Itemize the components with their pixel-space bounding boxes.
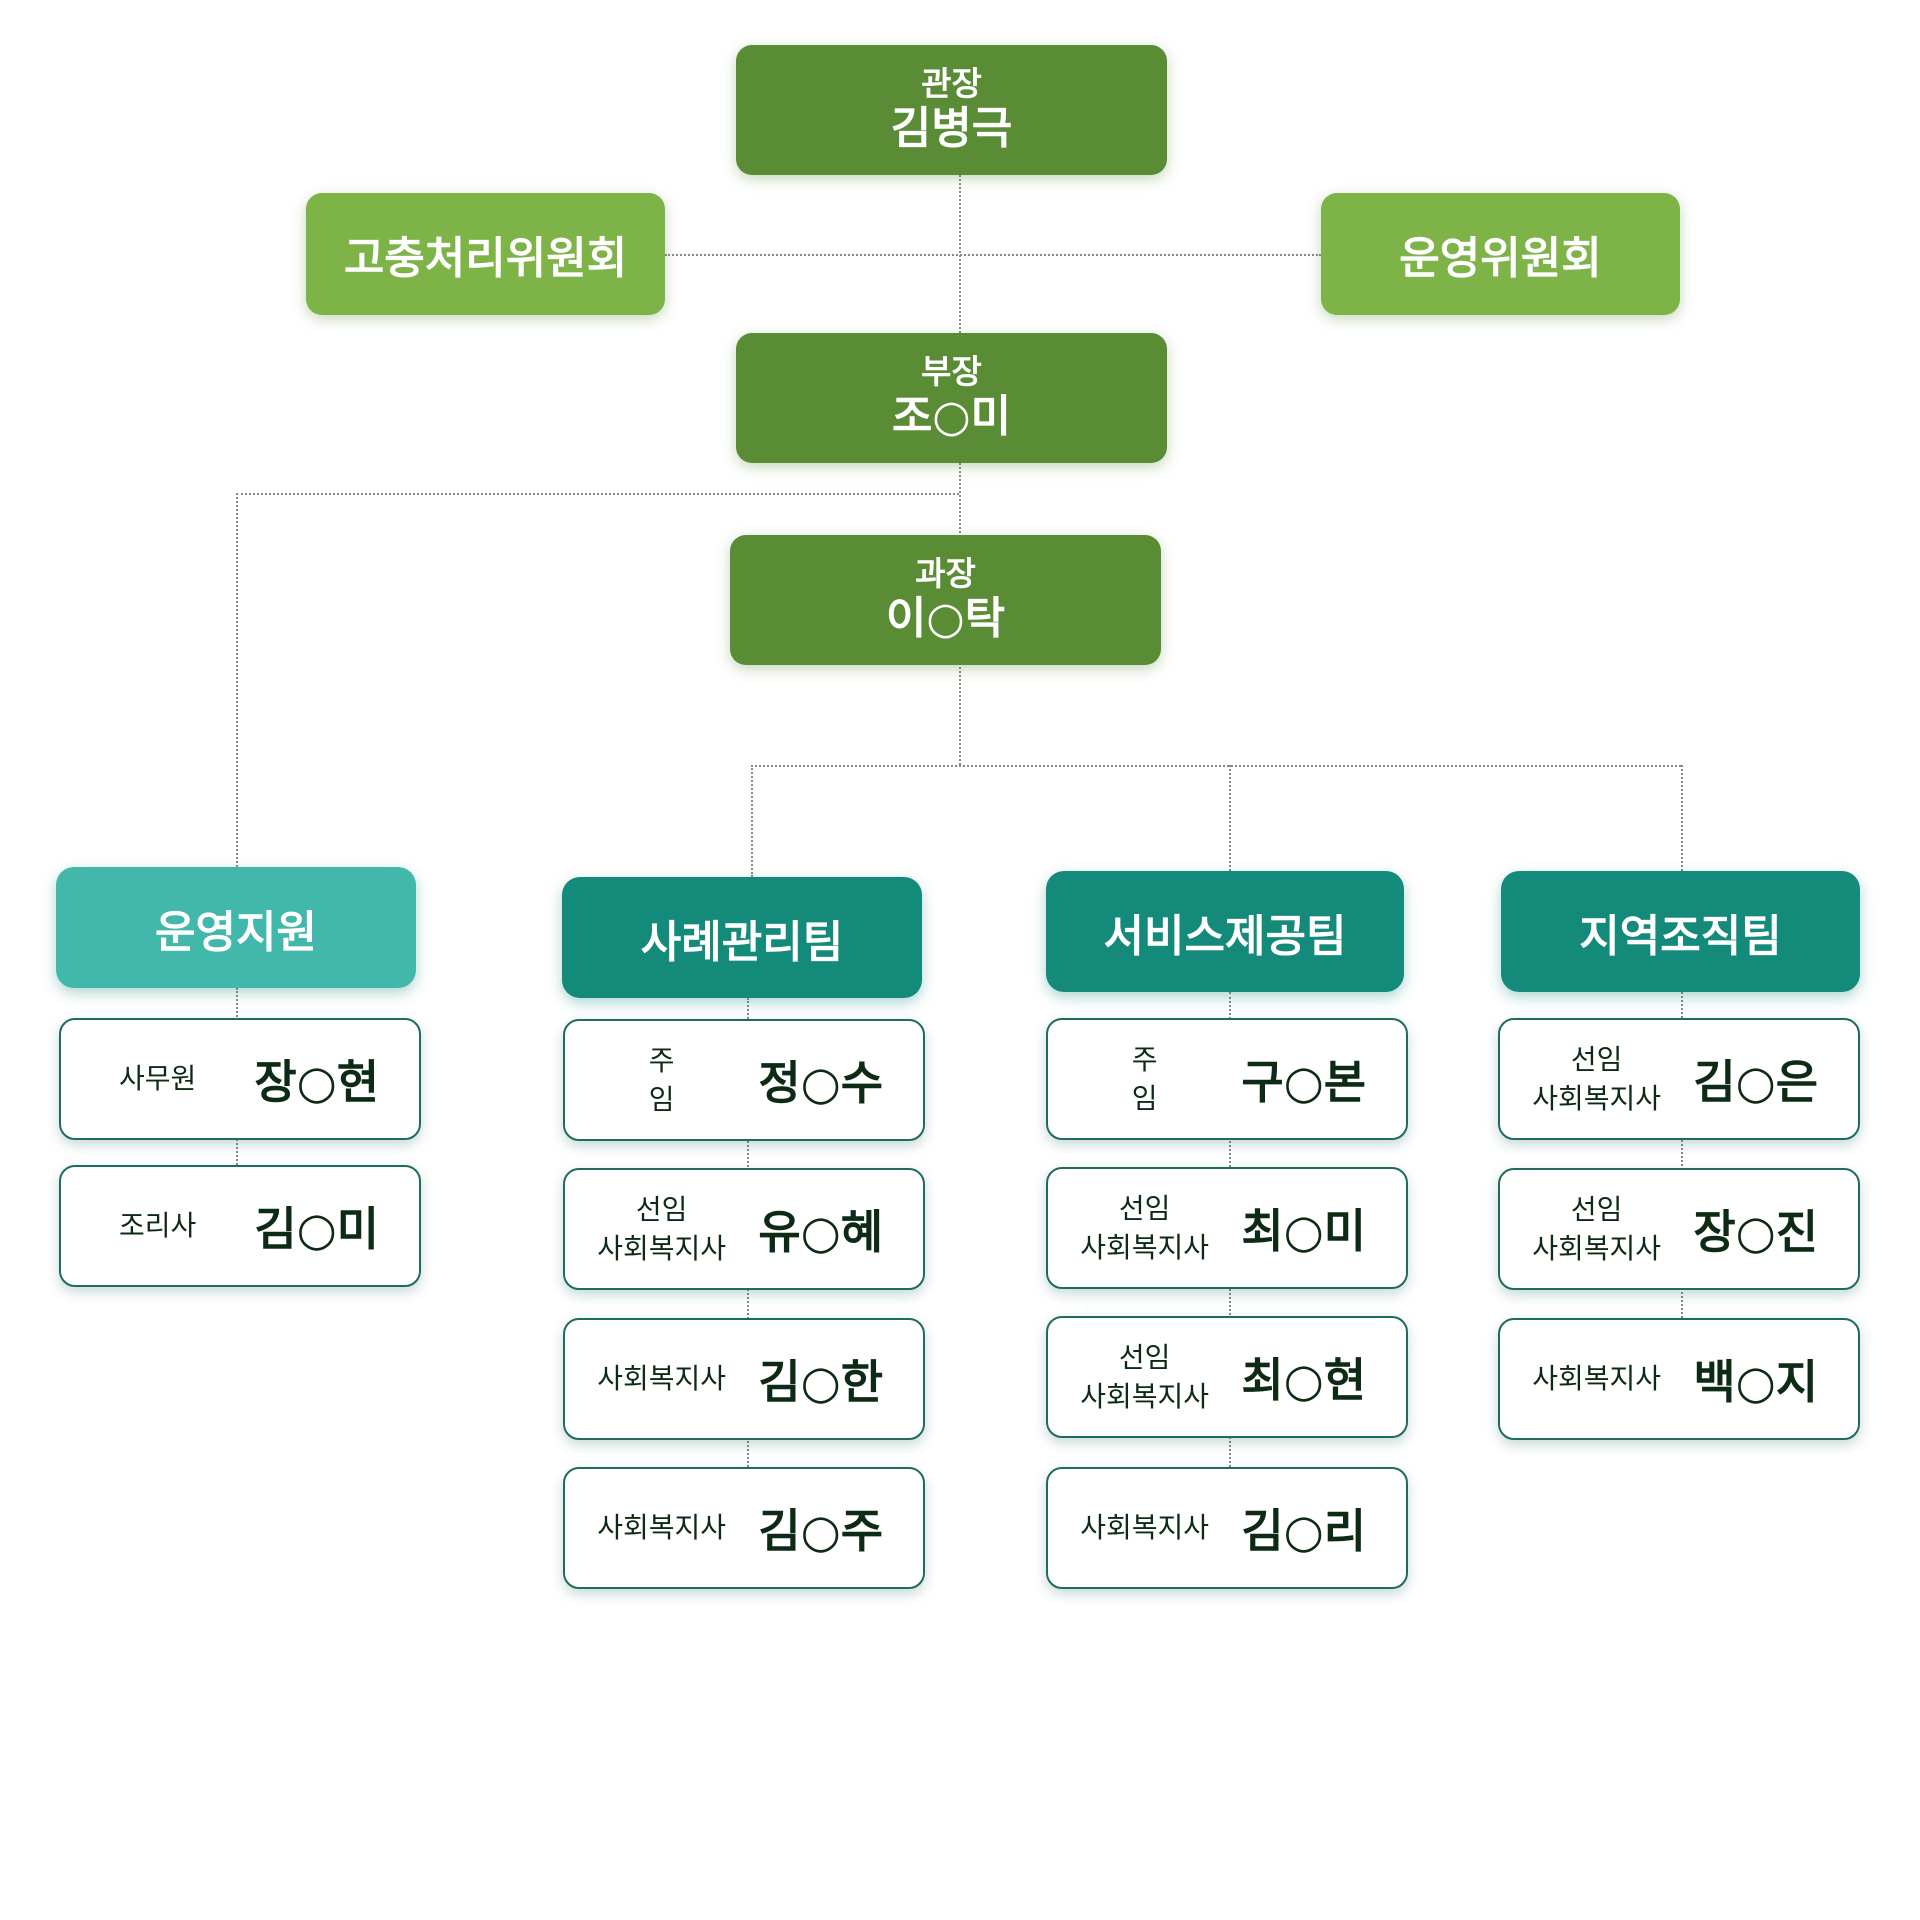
connector-line xyxy=(1681,765,1683,871)
team-header: 운영지원 xyxy=(56,867,416,988)
member-role-line: 선임 xyxy=(635,1192,688,1226)
manager-box: 부장 조○미 xyxy=(736,333,1167,463)
member-role-line: 사회복지사 xyxy=(1532,1082,1662,1115)
member-name: 구○본 xyxy=(1241,1055,1367,1109)
grievance-committee-box: 고충처리위원회 xyxy=(306,193,665,315)
member-role-line: 사회복지사 xyxy=(597,1362,727,1396)
member-name: 김○은 xyxy=(1693,1055,1819,1109)
manager-title: 부장 xyxy=(921,351,982,391)
member-card: 사회복지사 김○한 xyxy=(563,1318,925,1440)
member-role: 사회복지사 xyxy=(565,1508,758,1547)
connector-line xyxy=(959,175,961,765)
member-role-line: 사회복지사 xyxy=(1532,1232,1662,1265)
member-name: 김○미 xyxy=(254,1202,380,1256)
connector-line xyxy=(1229,765,1231,871)
member-card: 사회복지사 백○지 xyxy=(1498,1318,1860,1440)
connector-line xyxy=(665,254,1321,256)
member-card: 사회복지사 김○주 xyxy=(563,1467,925,1589)
member-name: 백○지 xyxy=(1693,1355,1819,1409)
connector-line xyxy=(1681,992,1683,1318)
member-role: 조리사 xyxy=(61,1206,254,1245)
member-role-line: 사회복지사 xyxy=(1080,1231,1210,1264)
connector-line xyxy=(751,765,1681,767)
operation-committee-box: 운영위원회 xyxy=(1321,193,1680,315)
member-name: 김○한 xyxy=(758,1355,884,1409)
section-chief-name: 이○탁 xyxy=(885,593,1006,645)
member-role-line: 사회복지사 xyxy=(1080,1380,1210,1413)
member-name: 유○혜 xyxy=(758,1205,884,1259)
connector-line xyxy=(236,493,238,867)
connector-line xyxy=(751,765,753,877)
director-name: 김병극 xyxy=(890,103,1013,155)
member-role: 주임 xyxy=(1048,1040,1241,1118)
member-role-line: 주임 xyxy=(1131,1042,1231,1115)
section-chief-title: 과장 xyxy=(915,553,976,593)
member-role-line: 선임 xyxy=(1118,1191,1171,1225)
member-card: 사무원 장○현 xyxy=(59,1018,421,1140)
member-name: 김○리 xyxy=(1241,1504,1367,1558)
member-role-line: 사회복지사 xyxy=(1532,1362,1662,1396)
member-role: 사회복지사 xyxy=(1500,1359,1693,1398)
member-name: 장○현 xyxy=(254,1055,380,1109)
team-header: 서비스제공팀 xyxy=(1046,871,1404,992)
member-name: 최○미 xyxy=(1241,1204,1367,1258)
member-name: 정○수 xyxy=(758,1056,884,1110)
member-card: 사회복지사 김○리 xyxy=(1046,1467,1408,1589)
member-card: 조리사 김○미 xyxy=(59,1165,421,1287)
team-header: 사례관리팀 xyxy=(562,877,922,998)
member-role: 주임 xyxy=(565,1041,758,1119)
connector-line xyxy=(236,493,959,495)
manager-name: 조○미 xyxy=(891,391,1012,443)
member-role: 사회복지사 xyxy=(1048,1508,1241,1547)
member-role: 사회복지사 xyxy=(565,1359,758,1398)
member-role-line: 조리사 xyxy=(119,1209,197,1243)
member-role-line: 사회복지사 xyxy=(1080,1511,1210,1545)
director-box: 관장 김병극 xyxy=(736,45,1167,175)
member-role: 사무원 xyxy=(61,1059,254,1098)
section-chief-box: 과장 이○탁 xyxy=(730,535,1161,665)
member-name: 최○현 xyxy=(1241,1353,1367,1407)
member-role-line: 사회복지사 xyxy=(597,1511,727,1545)
member-role-line: 사무원 xyxy=(119,1062,197,1096)
member-role-line: 선임 xyxy=(1570,1192,1623,1226)
member-name: 장○진 xyxy=(1693,1205,1819,1259)
director-title: 관장 xyxy=(921,63,982,103)
member-role-line: 사회복지사 xyxy=(597,1232,727,1265)
member-name: 김○주 xyxy=(758,1504,884,1558)
member-role-line: 선임 xyxy=(1118,1340,1171,1374)
member-role-line: 주임 xyxy=(648,1043,748,1116)
team-header: 지역조직팀 xyxy=(1501,871,1860,992)
member-role-line: 선임 xyxy=(1570,1042,1623,1076)
